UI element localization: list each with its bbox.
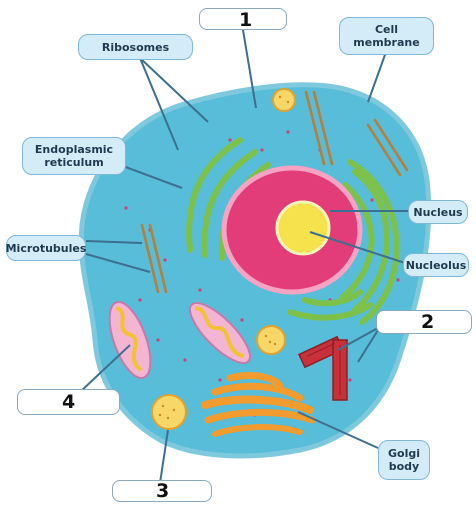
blank-number-1: 1 <box>239 9 252 31</box>
label-nucleus: Nucleus <box>408 200 468 224</box>
label-ribosomes: Ribosomes <box>78 34 193 60</box>
label-endoplasmic-reticulum: Endoplasmic reticulum <box>22 137 126 175</box>
label-golgi-line1: Golgi <box>388 447 420 460</box>
label-microtubules: Microtubules <box>6 235 86 261</box>
blank-number-4: 4 <box>62 391 75 413</box>
label-golgi-line2: body <box>389 460 419 473</box>
nucleolus-body <box>277 202 329 254</box>
label-er-line2: reticulum <box>44 156 103 169</box>
blank-number-3: 3 <box>156 480 169 502</box>
label-golgi-body: Golgi body <box>378 440 430 480</box>
label-cell-membrane: Cell membrane <box>339 17 434 55</box>
label-cell-membrane-line1: Cell <box>375 23 398 36</box>
label-cell-membrane-line2: membrane <box>353 36 419 49</box>
label-er-line1: Endoplasmic <box>35 143 113 156</box>
label-nucleolus: Nucleolus <box>403 253 469 277</box>
blank-number-2: 2 <box>421 311 434 333</box>
